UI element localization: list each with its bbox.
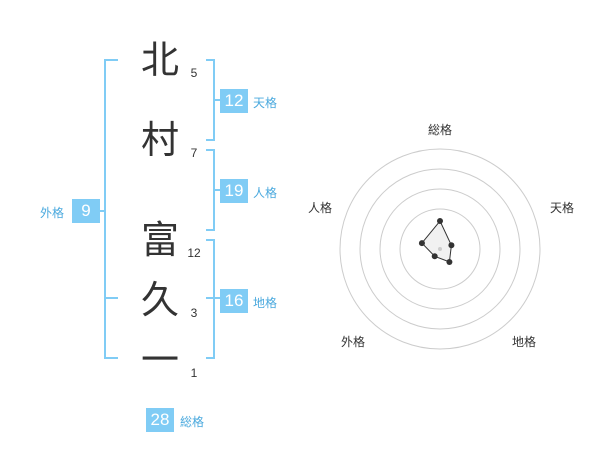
soukaku-value-badge: 28 [146,408,174,432]
jinkaku-label: 人格 [253,186,278,200]
gaikaku-label: 外格 [40,206,65,220]
gaikaku-value-badge: 9 [72,199,100,223]
soukaku-label: 総格 [180,415,205,429]
name-char-4: 久 [140,278,179,322]
radar-ring-1 [339,148,541,350]
radar-point-5 [418,240,425,247]
radar-point-2 [448,242,455,249]
radar-label-soukaku: 総格 [428,123,453,137]
stroke-count-3: 12 [187,246,201,260]
stroke-count-1: 5 [190,66,198,80]
radar-center [438,247,442,251]
radar-point-3 [446,258,453,265]
radar-polygon [421,220,452,263]
radar-label-tenkaku: 天格 [550,201,575,215]
radar-label-chikaku: 地格 [512,335,537,349]
radar-ring-2 [359,168,521,330]
chikaku-label: 地格 [253,296,278,310]
chikaku-value-badge: 16 [220,289,248,313]
jinkaku-value-badge: 19 [220,179,248,203]
radar-point-4 [431,253,438,260]
name-char-1: 北 [140,38,179,82]
name-char-5: 一 [140,338,179,382]
radar-ring-4 [399,208,481,290]
stroke-count-5: 1 [190,366,198,380]
stroke-count-4: 3 [190,306,198,320]
name-char-3: 富 [140,218,179,262]
radar-label-gaikaku: 外格 [341,335,366,349]
tenkaku-value-badge: 12 [220,89,248,113]
radar-point-1 [437,218,443,224]
name-char-2: 村 [140,118,179,162]
tenkaku-label: 天格 [253,96,278,110]
radar-ring-3 [379,188,501,310]
radar-label-jinkaku: 人格 [308,201,333,215]
stroke-count-2: 7 [190,146,198,160]
